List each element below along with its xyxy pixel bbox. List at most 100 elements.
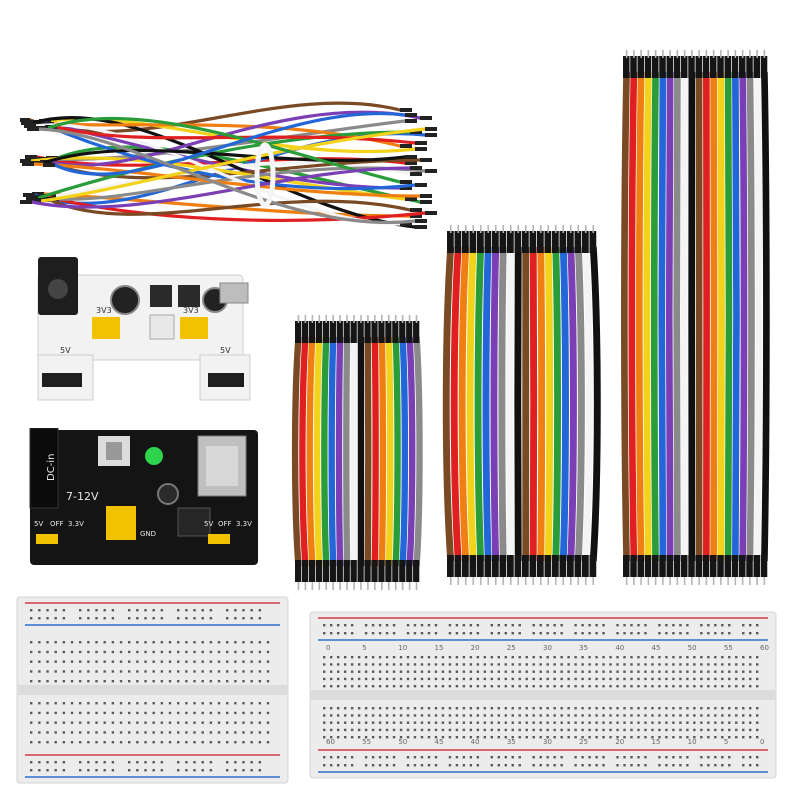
column-number: 50 bbox=[688, 644, 697, 652]
connector-top bbox=[637, 56, 645, 78]
tie-hole bbox=[144, 721, 147, 724]
connector-bottom bbox=[559, 555, 567, 577]
tie-hole bbox=[119, 731, 123, 734]
rail-hole bbox=[336, 632, 340, 635]
tie-hole bbox=[193, 711, 196, 715]
tie-hole bbox=[679, 670, 682, 673]
tie-hole bbox=[343, 685, 347, 688]
tie-hole bbox=[665, 685, 668, 688]
rail-hole bbox=[714, 624, 717, 627]
tie-hole bbox=[609, 677, 612, 681]
jumper-wire bbox=[30, 166, 412, 209]
tie-hole bbox=[343, 656, 347, 659]
tie-hole bbox=[595, 677, 598, 681]
tie-hole bbox=[62, 702, 66, 705]
tie-hole bbox=[185, 741, 188, 744]
tie-hole bbox=[38, 702, 41, 705]
tie-hole bbox=[637, 685, 640, 688]
wire-tip bbox=[405, 197, 417, 201]
tie-hole bbox=[581, 685, 584, 688]
tie-hole bbox=[413, 656, 417, 659]
pin-top bbox=[705, 50, 708, 58]
tie-hole bbox=[511, 685, 514, 688]
connector-top bbox=[301, 321, 309, 343]
rail-hole bbox=[364, 624, 368, 627]
tie-hole bbox=[490, 707, 494, 710]
tie-hole bbox=[378, 707, 382, 710]
tie-hole bbox=[693, 721, 696, 724]
tie-hole bbox=[511, 677, 514, 681]
pin-bottom bbox=[633, 577, 635, 585]
tie-hole bbox=[735, 656, 738, 659]
tie-hole bbox=[581, 721, 584, 724]
tie-hole bbox=[532, 663, 535, 666]
tie-hole bbox=[567, 670, 570, 673]
rail-hole bbox=[637, 764, 640, 767]
tie-hole bbox=[385, 714, 389, 717]
tie-hole bbox=[413, 728, 417, 732]
rail-hole bbox=[749, 764, 752, 767]
tie-hole bbox=[490, 714, 494, 717]
rail-hole bbox=[209, 769, 213, 772]
tie-hole bbox=[95, 702, 98, 705]
tie-hole bbox=[30, 721, 33, 724]
short-ribbon-cable bbox=[291, 315, 423, 590]
rail-hole bbox=[128, 609, 131, 612]
tie-hole bbox=[441, 663, 445, 666]
rail-hole bbox=[193, 769, 196, 772]
rail-hole bbox=[38, 761, 41, 764]
tie-hole bbox=[602, 685, 605, 688]
pin-bottom bbox=[346, 582, 348, 590]
tie-hole bbox=[217, 670, 221, 673]
rail-hole bbox=[193, 609, 196, 612]
tie-hole bbox=[483, 685, 487, 688]
tie-hole bbox=[79, 721, 82, 724]
tie-hole bbox=[185, 721, 188, 724]
rail-hole bbox=[144, 761, 147, 764]
tie-hole bbox=[560, 736, 563, 739]
tie-hole bbox=[201, 641, 204, 644]
rail-hole bbox=[462, 756, 466, 759]
tie-hole bbox=[728, 656, 731, 659]
tie-hole bbox=[226, 650, 229, 654]
rail-hole bbox=[95, 617, 98, 620]
tie-hole bbox=[136, 702, 139, 705]
ribbon-wire bbox=[739, 71, 748, 562]
rail-hole bbox=[714, 756, 717, 759]
rail-hole bbox=[553, 632, 556, 635]
tie-hole bbox=[399, 736, 403, 739]
rail-hole bbox=[336, 624, 340, 627]
tie-hole bbox=[119, 680, 123, 683]
tie-hole bbox=[420, 714, 424, 717]
tie-hole bbox=[343, 728, 347, 732]
tie-hole bbox=[644, 721, 647, 724]
white-power-supply-module: 3V3 5V 3V3 5V bbox=[37, 257, 251, 401]
tie-hole bbox=[168, 711, 172, 715]
tie-hole bbox=[136, 660, 139, 663]
tie-hole bbox=[686, 728, 689, 732]
jumper-wire bbox=[48, 198, 412, 216]
tie-hole bbox=[679, 721, 682, 724]
tie-hole bbox=[707, 714, 710, 717]
tie-hole bbox=[242, 711, 245, 715]
ribbon-wire bbox=[582, 246, 593, 562]
tie-hole bbox=[399, 663, 403, 666]
tie-hole bbox=[30, 641, 33, 644]
rail-hole bbox=[707, 624, 710, 627]
jumper-wire bbox=[46, 116, 402, 184]
tie-hole bbox=[385, 656, 389, 659]
connector-top bbox=[746, 56, 753, 78]
wire-tip bbox=[400, 180, 412, 184]
tie-hole bbox=[749, 663, 752, 666]
rail-hole bbox=[242, 769, 245, 772]
connector-bottom bbox=[544, 555, 552, 577]
tie-hole bbox=[469, 656, 473, 659]
rail-hole bbox=[532, 624, 535, 627]
tie-hole bbox=[490, 656, 494, 659]
rail-hole bbox=[637, 756, 640, 759]
ribbon-wire bbox=[761, 71, 770, 562]
tie-hole bbox=[95, 670, 98, 673]
tie-hole bbox=[637, 714, 640, 717]
tie-hole bbox=[469, 721, 473, 724]
tie-hole bbox=[756, 670, 759, 673]
